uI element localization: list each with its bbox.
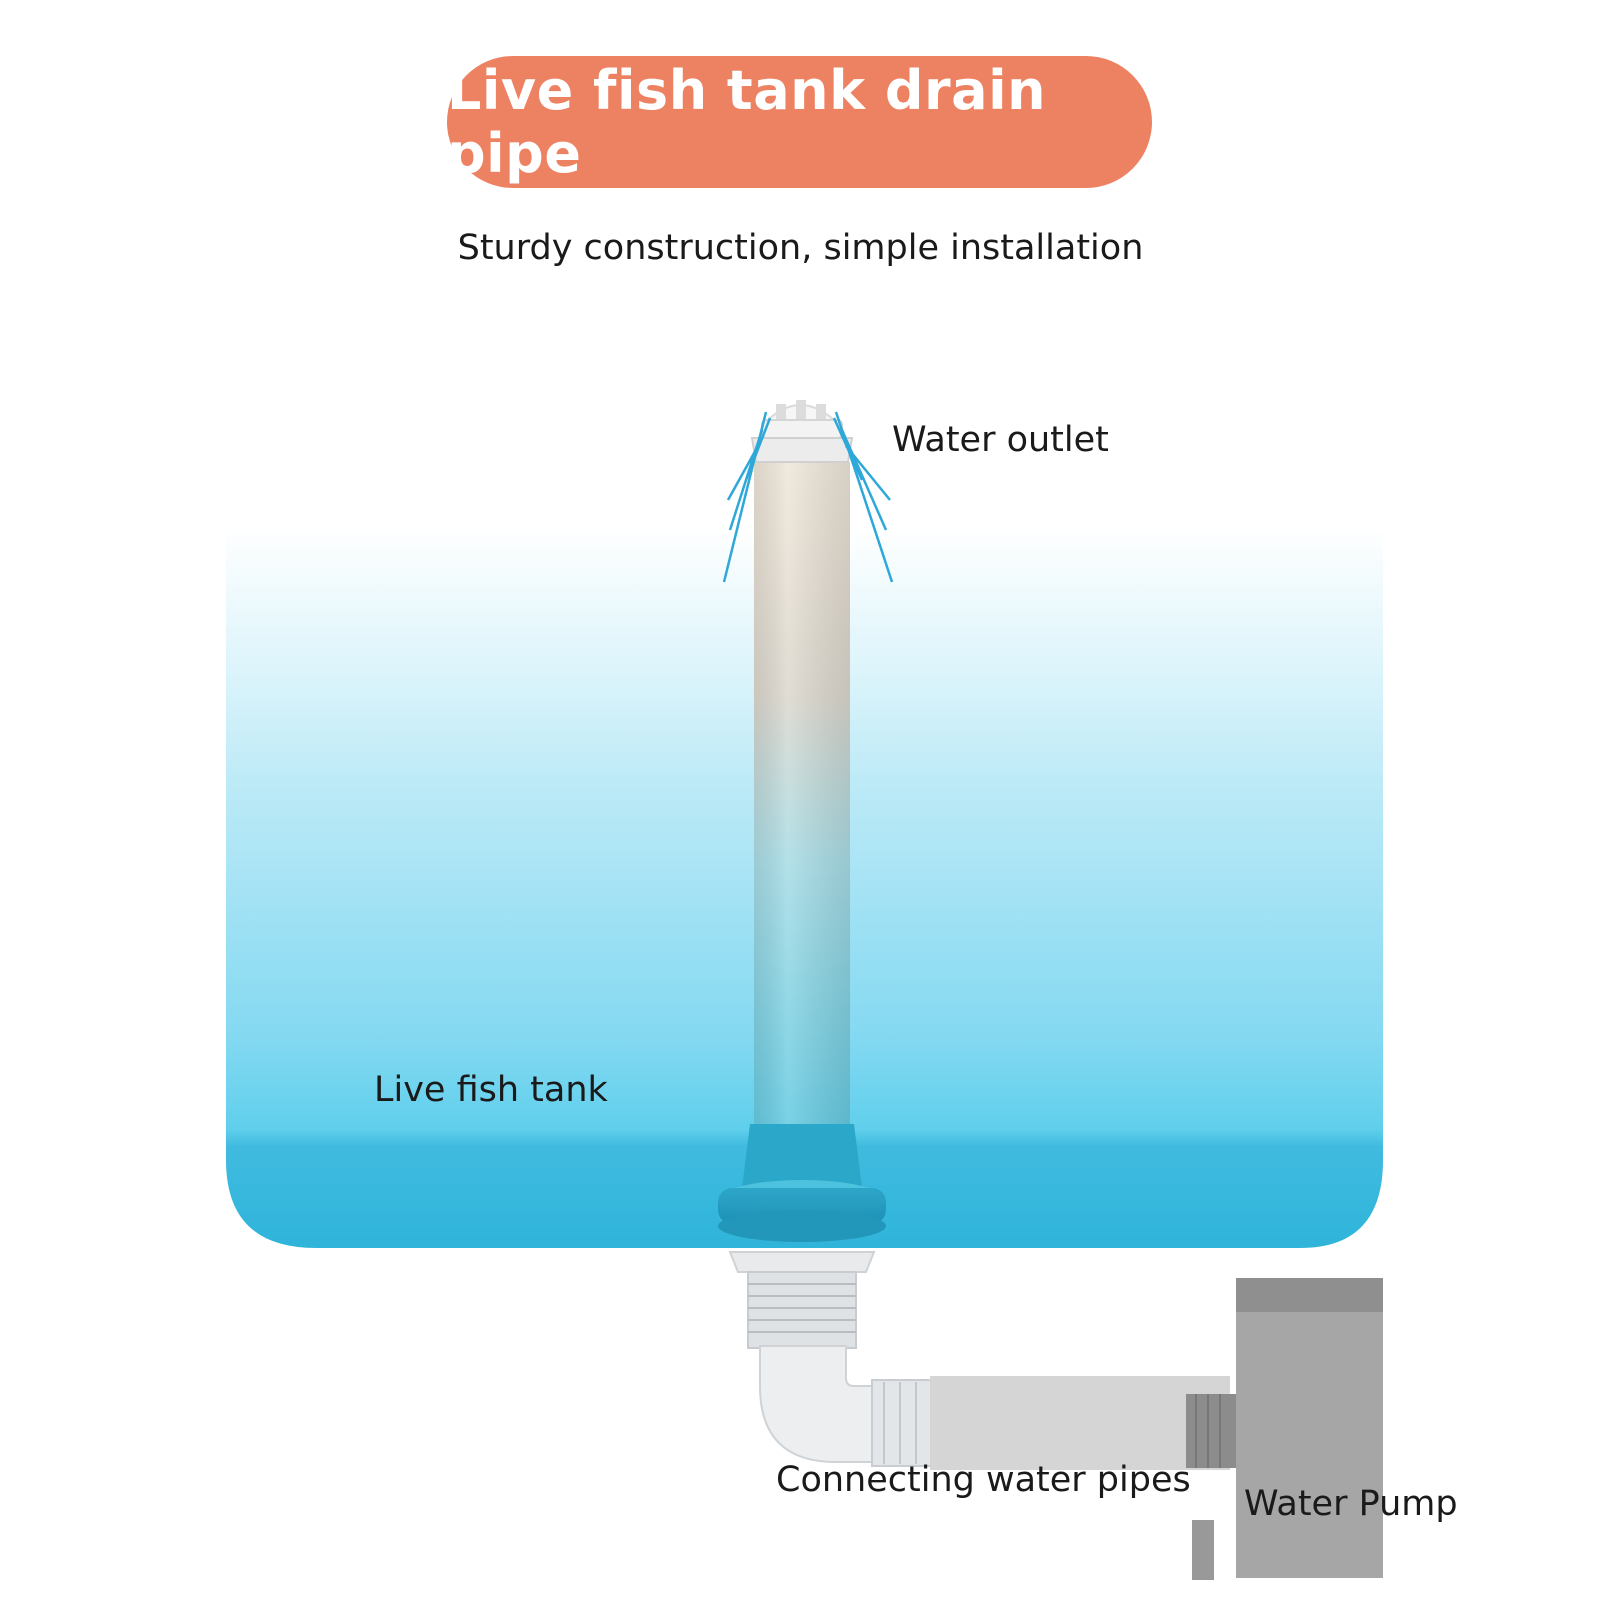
water-flow-lines xyxy=(722,411,894,583)
page-subtitle: Sturdy construction, simple installation xyxy=(457,228,1144,268)
page-title: Live fish tank drain pipe xyxy=(447,59,1047,185)
water-pump-label: Water Pump xyxy=(1244,1484,1458,1524)
water-pipes-label: Connecting water pipes xyxy=(776,1460,1191,1500)
elbow-connector xyxy=(759,1345,941,1467)
title-banner: Live fish tank drain pipe xyxy=(447,56,1152,188)
drain-pipe xyxy=(754,462,850,1130)
threaded-fitting xyxy=(728,1251,876,1349)
connecting-hose xyxy=(930,1376,1230,1470)
fish-tank-label: Live fish tank xyxy=(374,1070,608,1110)
water-outlet-label: Water outlet xyxy=(892,420,1109,460)
pipe-flange xyxy=(718,1124,886,1242)
water-pump xyxy=(1186,1278,1383,1580)
